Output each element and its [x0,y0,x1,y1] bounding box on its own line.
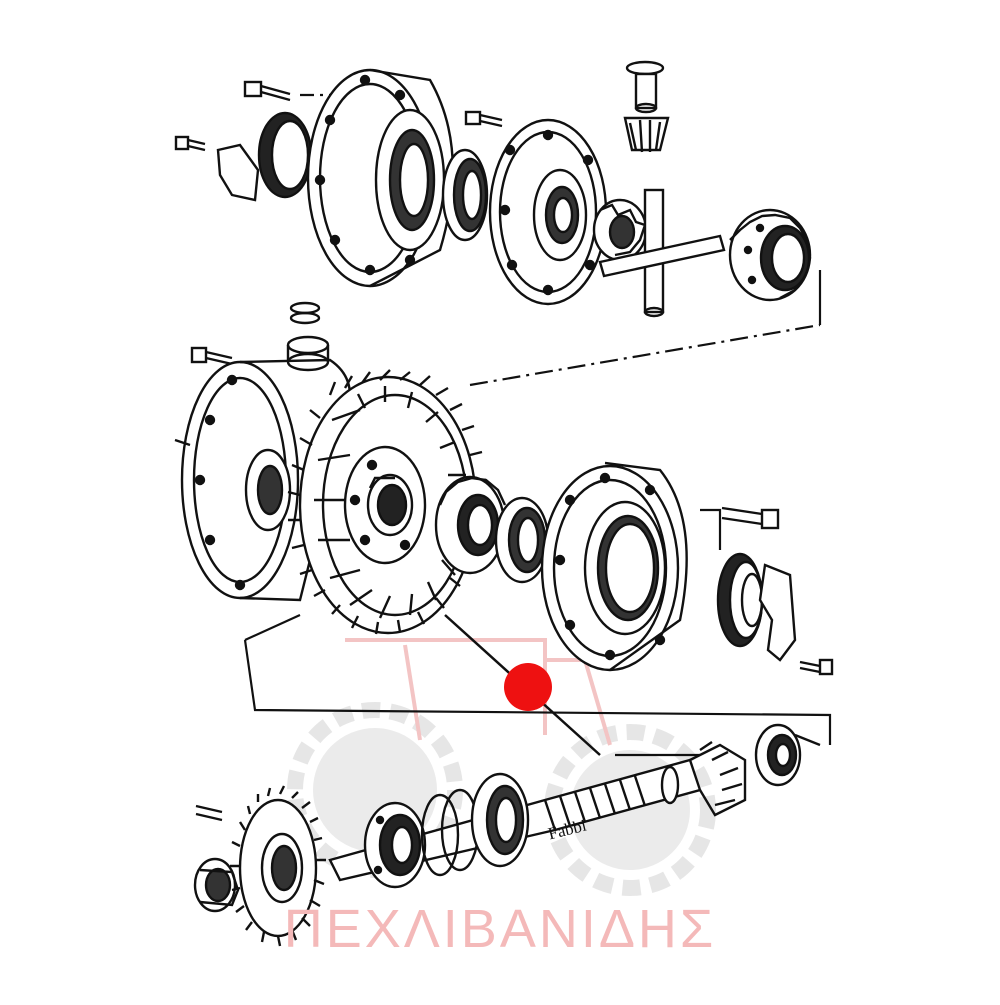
bottom-assembly [193,723,821,947]
pinion-gear-icon [623,60,670,153]
lock-plate-icon [216,143,260,202]
bolt-icon [721,506,780,530]
seal-icon [716,552,764,648]
bolt-icon [243,80,291,102]
bearing-icon [470,772,530,868]
washer-icon [289,301,321,325]
bushing-icon [286,335,330,372]
bearing-icon [754,723,821,787]
flange-housing-icon [306,68,455,288]
crown-gear-icon [287,369,487,635]
top-assembly [174,60,812,318]
watermark-text: ΠΕΧΛΙΒΑΝΙΔΗΣ [283,899,717,959]
bolt-icon [190,346,233,366]
side-gear-icon [434,475,507,575]
bolt-icon [174,135,206,152]
flange-cover-icon [540,461,688,672]
bearing-icon [494,496,550,584]
cross-shaft-icon [598,188,726,318]
bearing-icon [363,801,427,889]
pin-icon [195,804,223,822]
spur-gear-icon [230,785,326,947]
nut-icon [193,857,240,913]
middle-assembly [174,301,834,676]
side-gear-icon [728,208,812,302]
bolt-icon [464,110,503,128]
bearing-icon [441,148,489,242]
bolt-icon [799,658,834,676]
lock-plate-icon [758,563,797,662]
red-dot-marker [504,663,552,711]
differential-cover-icon [488,118,608,306]
spider-gear-icon [592,198,648,262]
differential-housing-icon [174,358,352,602]
